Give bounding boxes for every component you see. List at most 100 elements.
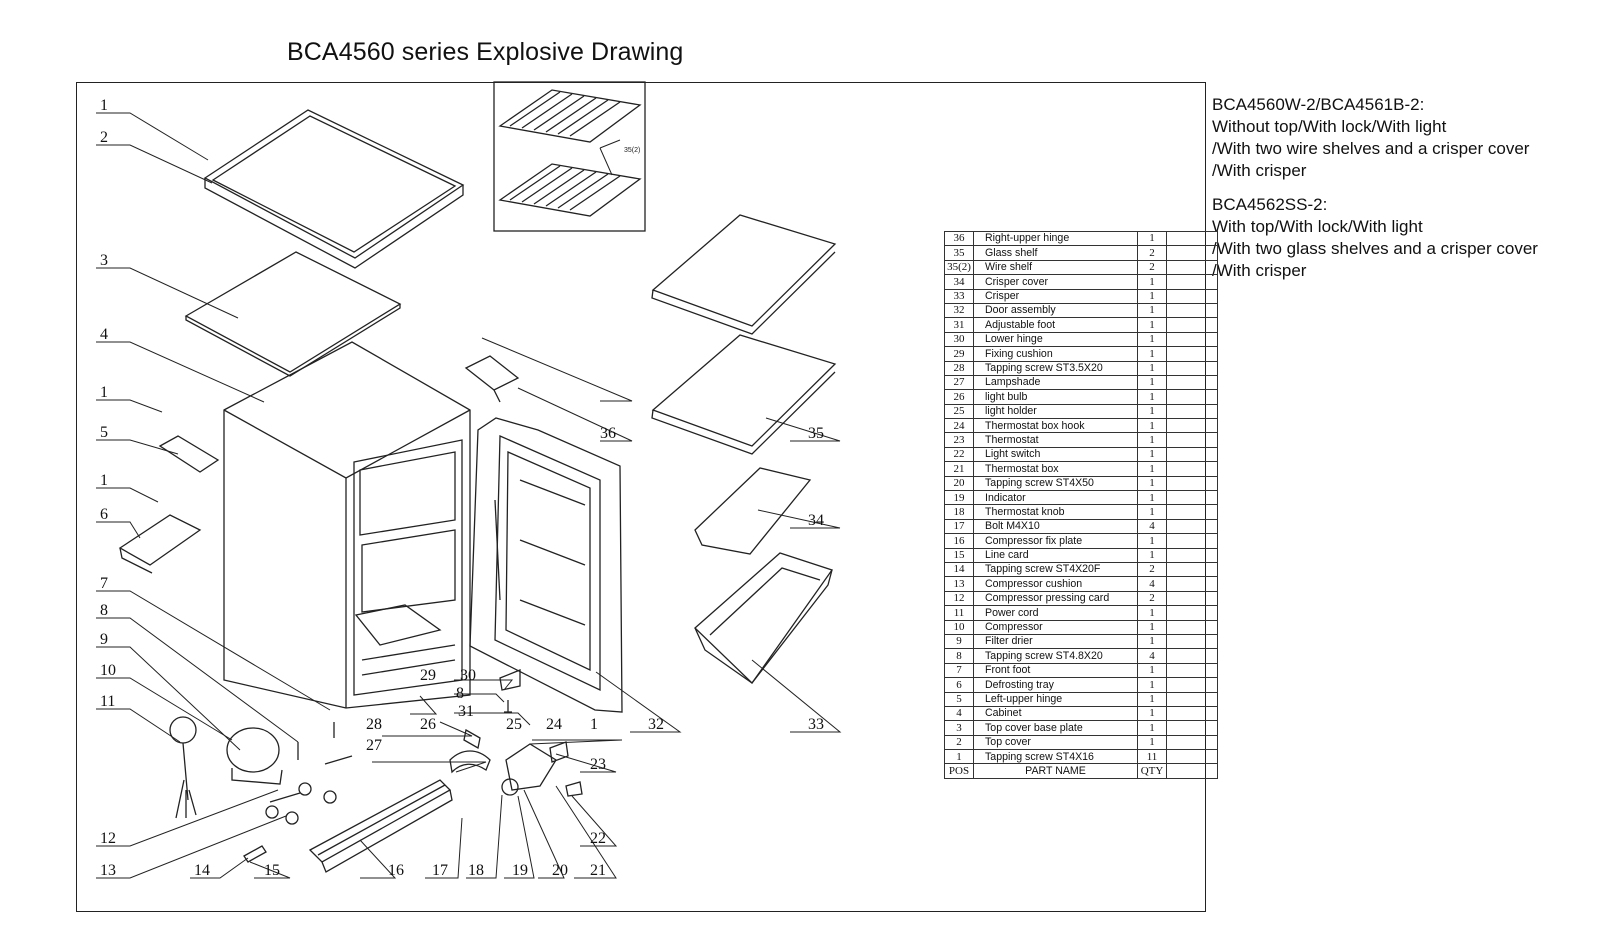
part-name: Thermostat knob bbox=[973, 504, 1138, 520]
callout: 18 bbox=[468, 862, 484, 879]
part-name: Power cord bbox=[973, 605, 1138, 621]
callout: 31 bbox=[458, 703, 474, 720]
part-name: Top cover bbox=[973, 734, 1138, 751]
part-name: Tapping screw ST4X16 bbox=[973, 749, 1138, 765]
part-qty: 4 bbox=[1137, 518, 1167, 535]
part-extra-cell bbox=[1166, 403, 1218, 420]
part-pos: 8 bbox=[944, 648, 974, 664]
part-qty: 1 bbox=[1137, 288, 1167, 304]
part-name: light holder bbox=[973, 403, 1138, 420]
note-line: /With two wire shelves and a crisper cov… bbox=[1212, 139, 1530, 158]
part-qty: 1 bbox=[1137, 619, 1167, 635]
part-extra-cell bbox=[1166, 633, 1218, 650]
part-pos: 13 bbox=[944, 576, 974, 592]
part-pos: 30 bbox=[944, 331, 974, 348]
part-name: Bolt M4X10 bbox=[973, 518, 1138, 535]
part-qty: 1 bbox=[1137, 533, 1167, 549]
part-pos: 1 bbox=[944, 749, 974, 765]
callout: 11 bbox=[100, 693, 115, 710]
part-extra-cell bbox=[1166, 475, 1218, 492]
note-line: BCA4562SS-2: bbox=[1212, 195, 1328, 214]
part-name: Filter drier bbox=[973, 633, 1138, 650]
note-line: Without top/With lock/With light bbox=[1212, 117, 1447, 136]
part-name: Door assembly bbox=[973, 302, 1138, 319]
note-line: /With two glass shelves and a crisper co… bbox=[1212, 239, 1538, 258]
part-qty: 1 bbox=[1137, 317, 1167, 333]
callout: 9 bbox=[100, 631, 108, 648]
part-qty: 1 bbox=[1137, 734, 1167, 751]
callout: 13 bbox=[100, 862, 116, 879]
part-pos: 26 bbox=[944, 389, 974, 405]
callout: 12 bbox=[100, 830, 116, 847]
part-extra-cell bbox=[1166, 418, 1218, 434]
top-cover-base-plate-illustration bbox=[184, 251, 402, 373]
callout: 14 bbox=[194, 862, 210, 879]
glass-shelf-lower-illustration bbox=[651, 334, 837, 455]
part-extra-cell bbox=[1166, 331, 1218, 348]
part-qty: 1 bbox=[1137, 720, 1167, 736]
part-name: Lower hinge bbox=[973, 331, 1138, 348]
part-name: Compressor bbox=[973, 619, 1138, 635]
part-name: Tapping screw ST4X20F bbox=[973, 561, 1138, 578]
note-line: BCA4560W-2/BCA4561B-2: bbox=[1212, 95, 1425, 114]
part-pos: 16 bbox=[944, 533, 974, 549]
part-pos: 3 bbox=[944, 720, 974, 736]
callout: 17 bbox=[432, 862, 448, 879]
part-qty: 1 bbox=[1137, 490, 1167, 506]
inset-label: 35(2) bbox=[624, 147, 640, 154]
part-qty: 2 bbox=[1137, 590, 1167, 607]
callout: 21 bbox=[590, 862, 606, 879]
part-extra-cell bbox=[1166, 677, 1218, 693]
part-name: Left-upper hinge bbox=[973, 691, 1138, 707]
callout: 4 bbox=[100, 326, 108, 343]
header-name: PART NAME bbox=[973, 763, 1138, 779]
callout: 34 bbox=[808, 512, 824, 529]
part-qty: 2 bbox=[1137, 245, 1167, 261]
part-pos: 25 bbox=[944, 403, 974, 420]
crisper-illustration bbox=[694, 552, 834, 684]
callout: 30 bbox=[460, 667, 476, 684]
part-extra-cell bbox=[1166, 317, 1218, 333]
part-name: Line card bbox=[973, 547, 1138, 563]
part-pos: 34 bbox=[944, 274, 974, 290]
callout: 27 bbox=[366, 737, 382, 754]
callout: 35 bbox=[808, 425, 824, 442]
part-name: Lampshade bbox=[973, 374, 1138, 391]
part-extra-cell bbox=[1166, 547, 1218, 563]
note-line: /With crisper bbox=[1212, 161, 1307, 180]
part-qty: 1 bbox=[1137, 346, 1167, 362]
part-name: Light switch bbox=[973, 446, 1138, 463]
part-extra-cell bbox=[1166, 561, 1218, 578]
callout: 22 bbox=[590, 830, 606, 847]
power-cord-illustration bbox=[169, 716, 197, 819]
part-qty: 1 bbox=[1137, 403, 1167, 420]
callout: 3 bbox=[100, 252, 108, 269]
part-qty: 11 bbox=[1137, 749, 1167, 765]
callout: 6 bbox=[100, 506, 108, 523]
glass-shelf-upper-illustration bbox=[651, 214, 837, 335]
part-qty: 2 bbox=[1137, 561, 1167, 578]
callout: 32 bbox=[648, 716, 664, 733]
part-qty: 1 bbox=[1137, 230, 1167, 247]
part-pos: 28 bbox=[944, 360, 974, 376]
part-qty: 1 bbox=[1137, 691, 1167, 707]
part-name: Fixing cushion bbox=[973, 346, 1138, 362]
part-qty: 1 bbox=[1137, 662, 1167, 679]
part-extra-cell bbox=[1166, 749, 1218, 765]
part-name: Indicator bbox=[973, 490, 1138, 506]
part-extra-cell bbox=[1166, 346, 1218, 362]
part-extra-cell bbox=[1166, 720, 1218, 736]
part-extra-cell bbox=[1166, 288, 1218, 304]
door-illustration bbox=[469, 417, 623, 713]
